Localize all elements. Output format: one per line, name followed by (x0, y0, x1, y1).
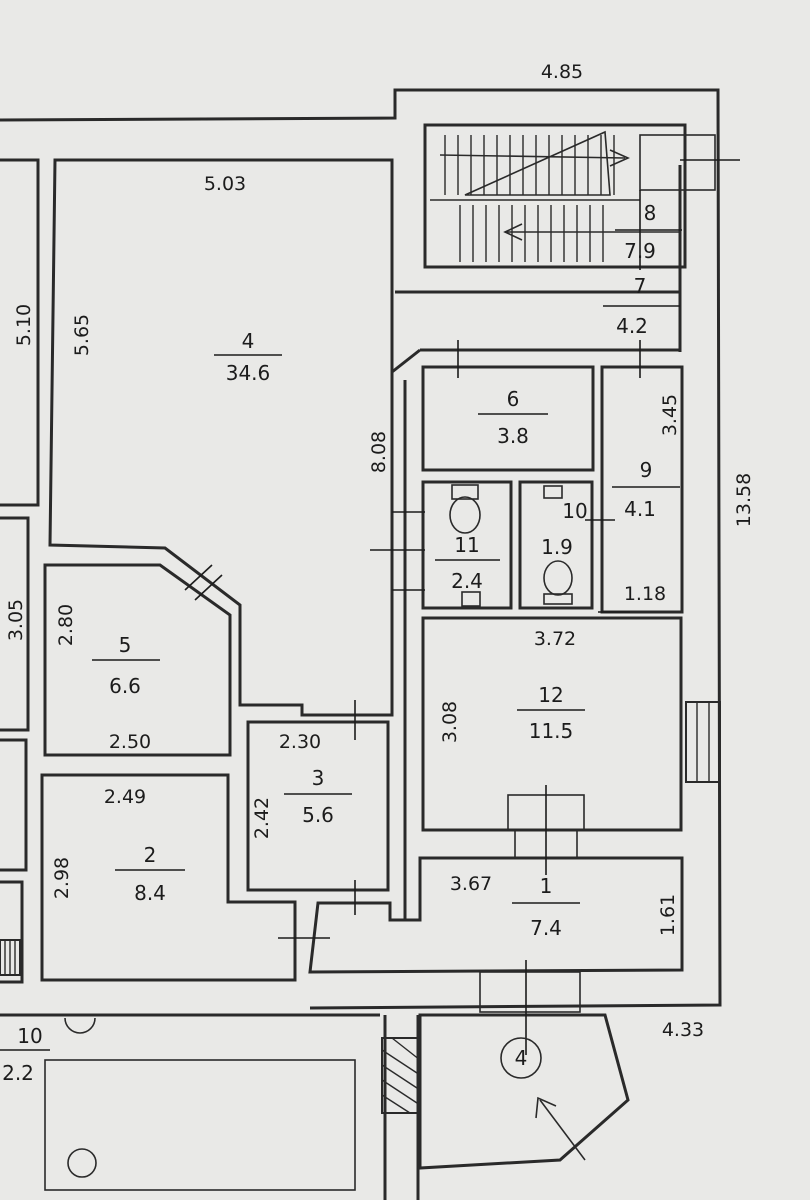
room-11-area: 2.4 (451, 569, 483, 593)
toilet-icon (543, 485, 573, 605)
room-2-outline (40, 773, 297, 982)
room-5-outline (43, 563, 232, 757)
dim-room2-height: 2.98 (51, 857, 73, 899)
room-11-outline (421, 480, 513, 610)
dim-room3-width: 2.30 (279, 731, 321, 753)
stair-landing-triangle (464, 130, 611, 196)
stair-up-arrow-head (609, 149, 630, 167)
dim-room9-height: 3.45 (659, 394, 681, 436)
dim-room4-height: 5.65 (71, 314, 93, 356)
room-1-outline (308, 856, 684, 974)
circle-symbol (67, 1148, 97, 1178)
room-5-number: 5 (119, 633, 132, 657)
room-1-number: 1 (540, 874, 553, 898)
left-room-middle (0, 516, 30, 732)
dim-total-height: 13.58 (733, 473, 755, 527)
dim-room1-width: 3.67 (450, 873, 492, 895)
room-2-number: 2 (144, 843, 157, 867)
entrance-arrow-head (535, 1096, 557, 1119)
room-9-outline (600, 365, 684, 614)
entrance-porch (418, 1013, 630, 1170)
dim-corridor-height: 8.08 (368, 431, 390, 473)
room-6-number: 6 (507, 387, 520, 411)
dim-room1-height: 1.61 (657, 894, 679, 936)
room-5-area: 6.6 (109, 674, 141, 698)
room-1-area: 7.4 (530, 916, 562, 940)
walls (0, 88, 722, 1200)
dimension-labels: 4.85 5.03 5.65 5.10 3.05 8.08 2.80 2.50 … (5, 61, 755, 1041)
left-room-lower (0, 738, 28, 872)
openings (184, 159, 740, 1055)
room-6-area: 3.8 (497, 424, 529, 448)
dim-room5-height: 2.80 (55, 604, 77, 646)
room-10-number: 10 (562, 499, 587, 523)
room-10-outline (518, 480, 594, 610)
lower-room-outline (44, 1059, 356, 1191)
dim-room5-width: 2.50 (109, 731, 151, 753)
dim-top-width: 4.85 (541, 61, 583, 83)
room-4-number: 4 (242, 329, 255, 353)
dim-entrance-width: 4.33 (662, 1019, 704, 1041)
window-right (685, 701, 721, 783)
room-10-area: 1.9 (541, 535, 573, 559)
room-12-area: 11.5 (529, 719, 574, 743)
column-hatch (381, 1037, 421, 1114)
entrance-arrow-line (539, 1099, 586, 1161)
room-labels: 4 34.6 5 6.6 2 8.4 3 5.6 6 3.8 11 2.4 10… (0, 201, 682, 1085)
dim-room4-width: 5.03 (204, 173, 246, 195)
left-room-upper (0, 158, 40, 507)
room-6-outline (421, 365, 595, 472)
stair-down-arrow-head (503, 223, 523, 241)
entrance-marker-circle (500, 1037, 542, 1079)
room-10-lower-area: 2.2 (2, 1061, 34, 1085)
dim-room9-width: 1.18 (624, 583, 666, 605)
entrance-step (479, 971, 581, 1013)
room-9-area: 4.1 (624, 497, 656, 521)
stair-up-arrow-line (439, 154, 626, 159)
room-3-outline (246, 720, 390, 892)
room-9-number: 9 (640, 458, 653, 482)
dim-left-upper: 5.10 (13, 304, 35, 346)
room-2-area: 8.4 (134, 881, 166, 905)
dim-left-lower: 3.05 (5, 599, 27, 641)
room-4-area: 34.6 (226, 361, 271, 385)
room-4-outline (48, 158, 394, 717)
room-12-number: 12 (538, 683, 563, 707)
circle-symbol-half (64, 1017, 96, 1034)
room-11-number: 11 (454, 533, 479, 557)
corridor-bevel (391, 348, 421, 374)
dim-room12-width: 3.72 (534, 628, 576, 650)
stair-side-box (639, 134, 716, 191)
entrance-marker-label: 4 (515, 1046, 528, 1070)
radiator-left (0, 939, 21, 976)
room-7-area: 4.2 (616, 314, 648, 338)
room-3-number: 3 (312, 766, 325, 790)
outer-wall-top-right (0, 88, 722, 1010)
dim-room3-height: 2.42 (251, 797, 273, 839)
dim-room2-width: 2.49 (104, 786, 146, 808)
staircase (430, 130, 716, 262)
stair-block (423, 123, 687, 269)
left-room-bottom (0, 880, 24, 984)
room-7-number: 7 (634, 274, 647, 298)
dim-room12-height: 3.08 (439, 701, 461, 743)
room-3-area: 5.6 (302, 803, 334, 827)
toilet-icon (449, 484, 481, 607)
room-8-area: 7.9 (624, 239, 656, 263)
room-10-lower-number: 10 (17, 1024, 42, 1048)
stair-treads (444, 135, 615, 262)
room-8-number: 8 (644, 201, 657, 225)
